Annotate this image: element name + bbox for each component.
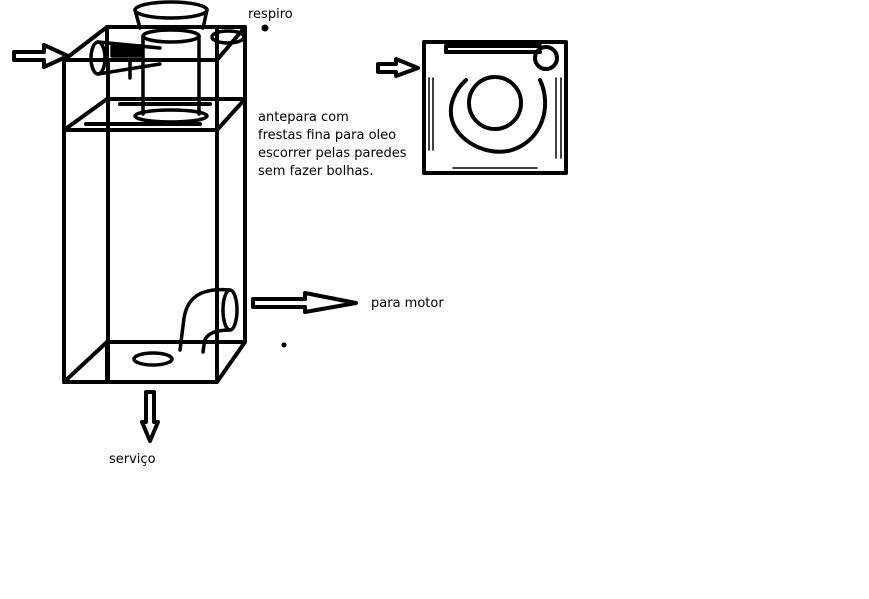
outlet-elbow-pipe	[178, 287, 239, 354]
label-antepara-line: sem fazer bolhas.	[258, 164, 374, 179]
service-arrow	[140, 390, 160, 443]
label-para-motor: para motor	[371, 296, 444, 311]
label-antepara: antepara com frestas fina para oleo esco…	[258, 109, 407, 181]
tank-box	[62, 25, 247, 384]
top-view-arrow	[376, 57, 420, 78]
label-respiro: respiro	[248, 7, 293, 22]
label-antepara-line: frestas fina para oleo	[258, 128, 397, 143]
label-antepara-line: escorrer pelas paredes	[258, 146, 407, 161]
top-view-diagram	[422, 40, 568, 175]
drain-port	[132, 351, 174, 367]
baffle-plate	[62, 97, 247, 132]
inlet-arrow	[12, 43, 70, 69]
breather-port	[210, 24, 269, 45]
stray-dot	[281, 342, 287, 348]
motor-arrow	[251, 291, 358, 314]
label-servico: serviço	[109, 452, 156, 467]
inlet-pipe	[89, 40, 162, 80]
label-antepara-line: antepara com	[258, 110, 349, 125]
